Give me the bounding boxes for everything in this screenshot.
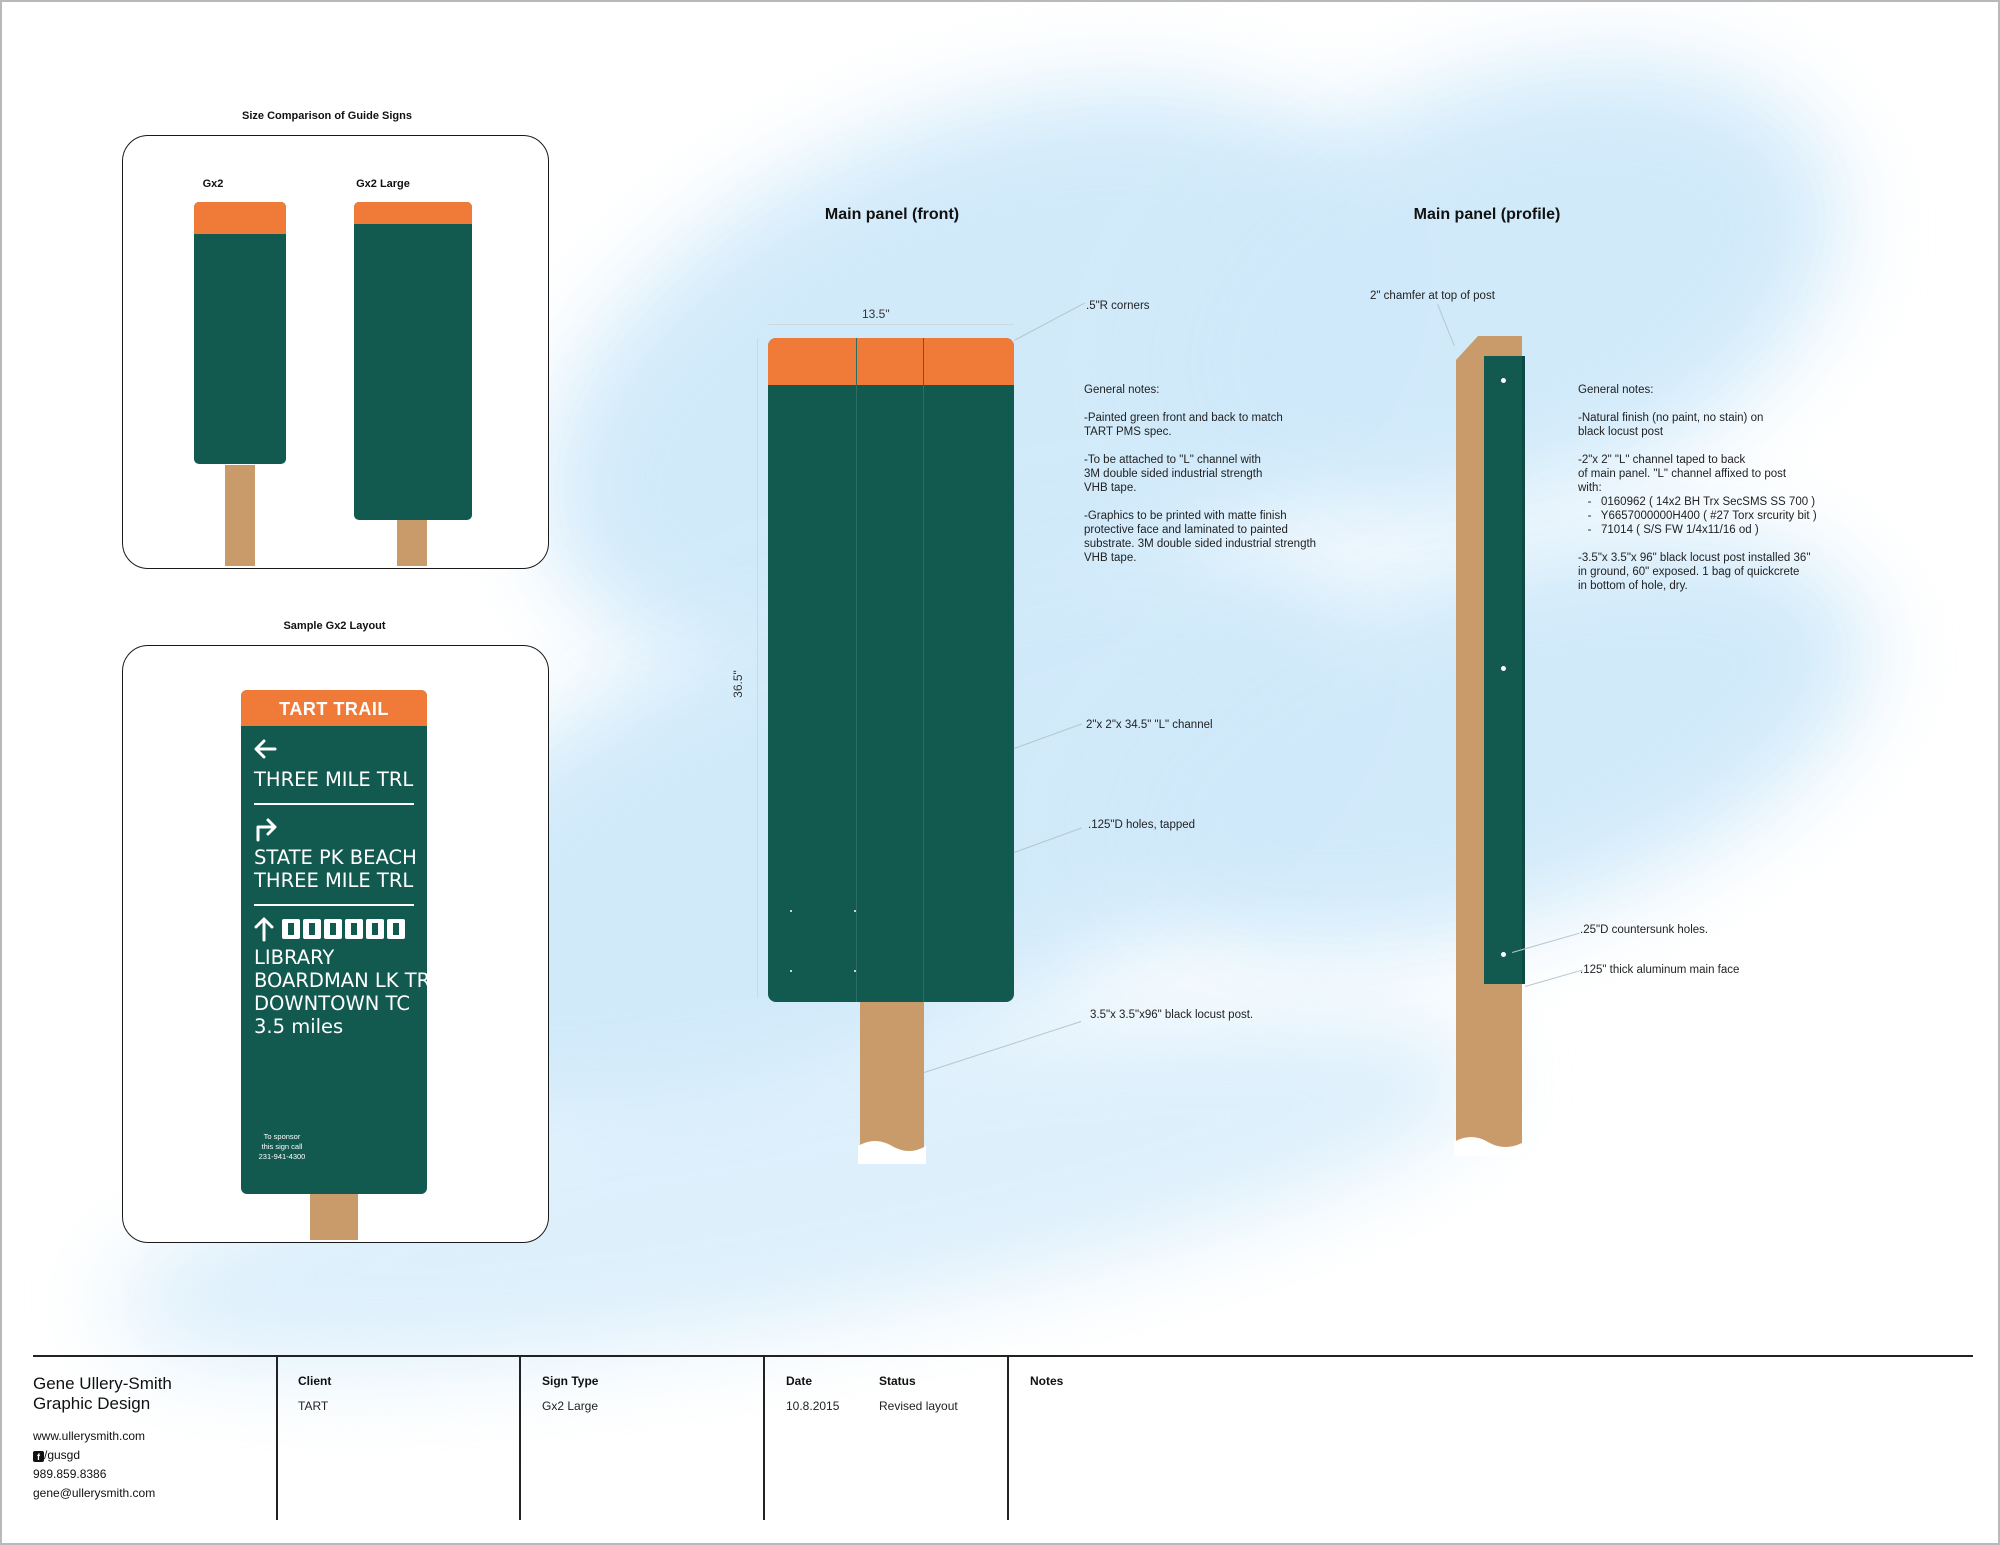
gx2-post bbox=[225, 465, 255, 566]
sample-destination-1: THREE MILE TRL bbox=[254, 768, 414, 791]
sponsor-text: To sponsor this sign call 231-941-4300 bbox=[258, 1132, 306, 1161]
sample-card: TART TRAIL THREE MILE TRL STATE PK BEACH… bbox=[122, 645, 549, 1243]
post-note: 3.5"x 3.5"x96" black locust post. bbox=[1090, 1009, 1254, 1021]
post-break-mark bbox=[858, 1141, 926, 1164]
countersunk-hole bbox=[1501, 666, 1506, 671]
arrow-up-icon bbox=[254, 917, 274, 942]
countersunk-hole bbox=[1501, 952, 1506, 957]
hole bbox=[854, 910, 856, 912]
width-dimension: 13.5" bbox=[862, 307, 890, 321]
arrow-turn-right-icon bbox=[256, 818, 277, 842]
drink-icon bbox=[324, 919, 342, 939]
gx2-large-header-band bbox=[354, 202, 472, 224]
footer-rule bbox=[33, 1355, 1973, 1357]
facebook-handle: /gusgd bbox=[44, 1448, 81, 1462]
channel-line bbox=[923, 338, 924, 1002]
gx2-large-label: Gx2 Large bbox=[356, 178, 410, 190]
notes-label: Notes bbox=[1030, 1374, 1064, 1388]
comparison-title: Size Comparison of Guide Signs bbox=[242, 110, 412, 122]
chamfer-note: 2" chamfer at top of post bbox=[1370, 290, 1495, 302]
anchor-icon bbox=[387, 919, 405, 939]
front-general-notes: General notes: -Painted green front and … bbox=[1084, 384, 1317, 564]
holes-note: .125"D holes, tapped bbox=[1088, 819, 1196, 831]
hole bbox=[854, 970, 856, 972]
gx2-large-post bbox=[397, 520, 427, 566]
sample-destination-2: STATE PK BEACH THREE MILE TRL bbox=[254, 846, 417, 892]
sample-sign: TART TRAIL THREE MILE TRL STATE PK BEACH… bbox=[241, 690, 427, 1194]
face-note: .125" thick aluminum main face bbox=[1580, 964, 1740, 976]
sign-type-value: Gx2 Large bbox=[542, 1399, 599, 1413]
front-post bbox=[860, 992, 924, 1162]
countersunk-hole bbox=[1501, 378, 1506, 383]
facebook-icon: f bbox=[33, 1451, 44, 1462]
channel-note: 2"x 2"x 34.5" "L" channel bbox=[1086, 719, 1213, 731]
countersunk-note: .25"D countersunk holes. bbox=[1580, 924, 1709, 936]
restroom-icon bbox=[282, 919, 300, 939]
footer-divider bbox=[1007, 1356, 1009, 1520]
front-header-band bbox=[768, 338, 1014, 385]
email-link[interactable]: gene@ullerysmith.com bbox=[33, 1486, 156, 1500]
height-dimension: 36.5" bbox=[730, 670, 745, 698]
corners-note: .5"R corners bbox=[1086, 300, 1150, 312]
sample-header: TART TRAIL bbox=[241, 690, 427, 726]
facebook-link[interactable]: f/gusgd bbox=[33, 1446, 80, 1465]
footer-divider bbox=[763, 1356, 765, 1520]
aluminum-face-edge bbox=[1522, 356, 1525, 984]
divider bbox=[254, 803, 414, 805]
client-value: TART bbox=[298, 1399, 329, 1413]
bench-icon bbox=[345, 919, 363, 939]
footer-divider bbox=[276, 1356, 278, 1520]
divider bbox=[254, 904, 414, 906]
sample-title: Sample Gx2 Layout bbox=[283, 620, 386, 632]
gx2-large-sign bbox=[354, 202, 472, 520]
date-value: 10.8.2015 bbox=[786, 1399, 840, 1413]
status-value: Revised layout bbox=[879, 1399, 958, 1413]
beach-icon bbox=[366, 919, 384, 939]
website-link[interactable]: www.ullerysmith.com bbox=[33, 1429, 146, 1443]
width-dimension-line bbox=[768, 324, 1014, 325]
status-label: Status bbox=[879, 1374, 916, 1388]
hole bbox=[790, 970, 792, 972]
height-dimension-line bbox=[757, 338, 758, 998]
profile-panel bbox=[1484, 356, 1522, 984]
comparison-card: Gx2 Gx2 Large bbox=[122, 135, 549, 569]
gx2-header-band bbox=[194, 202, 286, 234]
date-label: Date bbox=[786, 1374, 813, 1388]
channel-line bbox=[856, 338, 857, 1002]
front-panel bbox=[768, 338, 1014, 1002]
profile-general-notes: General notes: -Natural finish (no paint… bbox=[1578, 384, 1817, 592]
gx2-label: Gx2 bbox=[202, 178, 224, 190]
sign-type-label: Sign Type bbox=[542, 1374, 599, 1388]
front-title: Main panel (front) bbox=[824, 206, 960, 223]
arrow-left-icon bbox=[254, 739, 277, 759]
leader-line bbox=[1525, 969, 1583, 987]
company-name: Gene Ullery-Smith Graphic Design bbox=[33, 1374, 172, 1413]
footer-divider bbox=[519, 1356, 521, 1520]
hole bbox=[790, 910, 792, 912]
client-label: Client bbox=[298, 1374, 332, 1388]
sample-post bbox=[310, 1194, 358, 1240]
gx2-sign bbox=[194, 202, 286, 464]
food-icon bbox=[303, 919, 321, 939]
sample-destination-3: LIBRARY BOARDMAN LK TRL DOWNTOWN TC 3.5 … bbox=[254, 946, 427, 1038]
phone-number: 989.859.8386 bbox=[33, 1467, 107, 1481]
profile-title: Main panel (profile) bbox=[1413, 206, 1561, 223]
